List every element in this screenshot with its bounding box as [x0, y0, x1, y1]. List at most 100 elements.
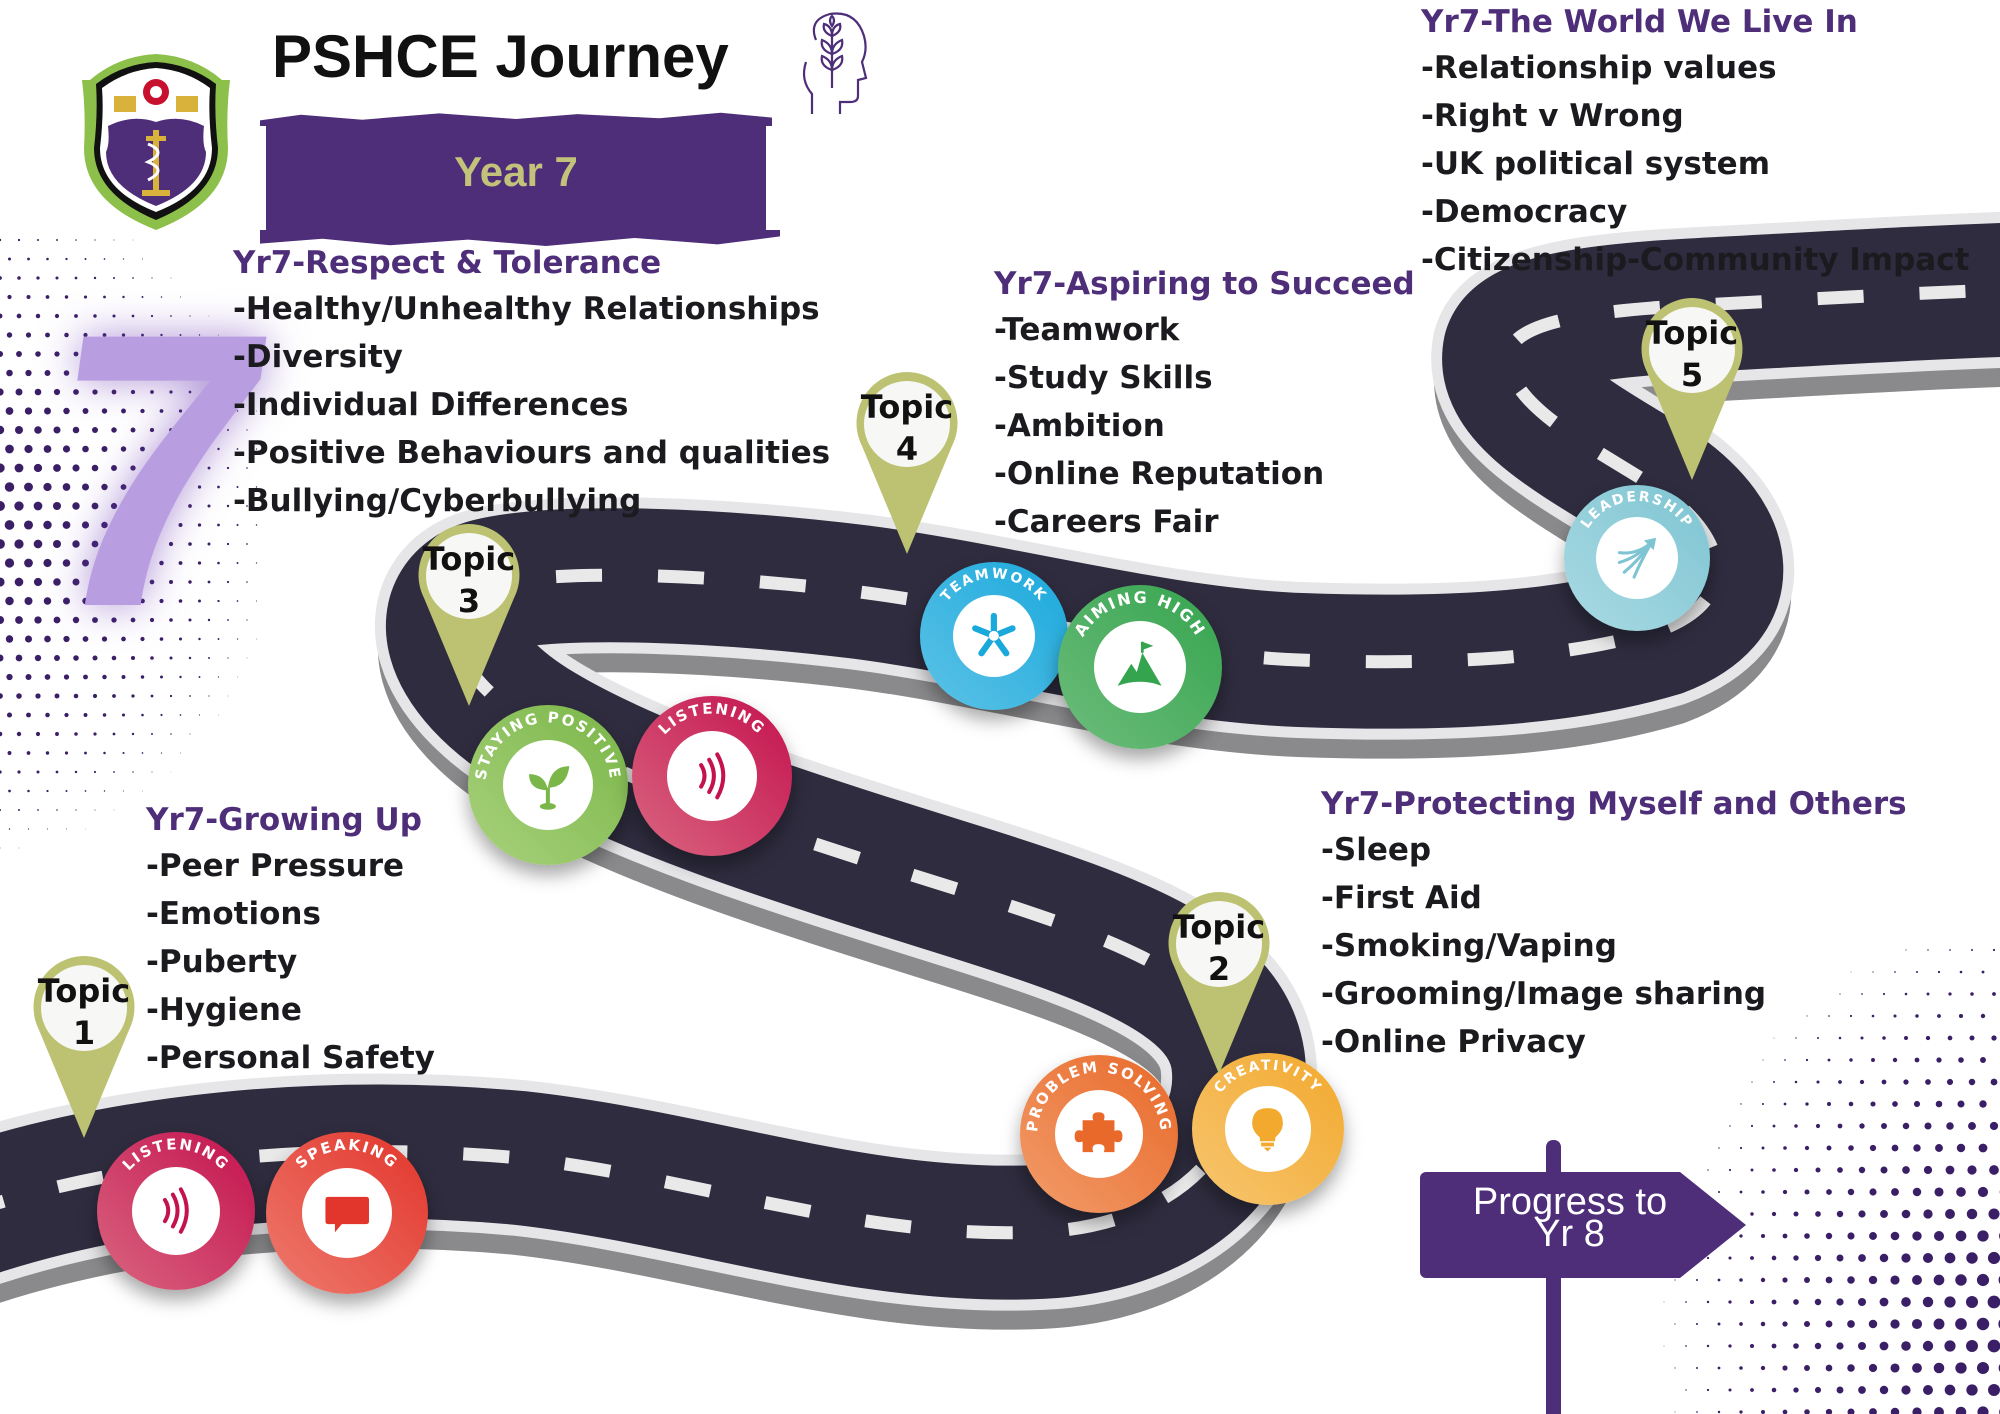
halftone-dot [150, 694, 154, 698]
halftone-dot [1902, 1122, 1910, 1130]
section-item: -Sleep [1321, 832, 1432, 868]
halftone-dot [17, 770, 21, 774]
halftone-dot [1858, 1210, 1866, 1218]
halftone-dot [0, 539, 5, 549]
halftone-dot [112, 314, 116, 318]
section-item: -Teamwork [994, 312, 1180, 348]
halftone-dot [102, 333, 107, 337]
halftone-dot [159, 637, 164, 641]
halftone-dot [1946, 1078, 1954, 1086]
halftone-dot [140, 371, 145, 375]
badge-label-ring: SPEAKING [292, 1136, 400, 1173]
section-item: -Hygiene [146, 992, 302, 1028]
halftone-dot [101, 559, 108, 567]
halftone-dot [227, 657, 229, 659]
halftone-dot [83, 295, 88, 299]
halftone-dot [8, 257, 11, 261]
halftone-dot [160, 333, 163, 337]
halftone-dot [217, 447, 220, 451]
halftone-dot [1793, 1387, 1799, 1393]
halftone-dot [198, 676, 201, 678]
halftone-dot [45, 751, 50, 755]
halftone-dot [197, 447, 202, 451]
halftone-dot [36, 238, 40, 242]
section-item: -Democracy [1421, 194, 1628, 230]
halftone-dot [139, 484, 146, 490]
halftone-dot [1890, 1363, 1900, 1373]
halftone-dot [73, 693, 79, 699]
halftone-dot [141, 713, 144, 717]
halftone-dot [121, 370, 126, 376]
halftone-dot [44, 635, 51, 643]
halftone-dot [178, 447, 183, 451]
halftone-dot [198, 714, 201, 716]
halftone-dot [43, 445, 52, 453]
halftone-dot [1890, 1275, 1900, 1285]
halftone-dot [63, 370, 70, 376]
halftone-dot [0, 425, 5, 435]
halftone-dot [1674, 1411, 1676, 1413]
halftone-dot [1696, 1367, 1698, 1369]
halftone-dot [1782, 1277, 1788, 1283]
halftone-dot [189, 733, 191, 735]
halftone-dot [178, 637, 183, 641]
halftone-dot [0, 808, 2, 812]
map-pin-icon [856, 372, 958, 554]
badge-staying-positive: STAYING POSITIVE [468, 705, 628, 865]
halftone-dot [168, 579, 174, 585]
halftone-dot [113, 239, 115, 241]
halftone-dot [142, 790, 143, 792]
halftone-dot [1825, 1408, 1833, 1414]
halftone-dot [1979, 1100, 1987, 1108]
halftone-dot [197, 561, 202, 565]
halftone-dot [1825, 1232, 1833, 1240]
halftone-dot [1890, 1319, 1900, 1329]
halftone-dot [197, 485, 202, 489]
halftone-dot [1782, 1409, 1788, 1414]
halftone-dot [72, 578, 80, 586]
halftone-dot [1892, 1057, 1898, 1063]
halftone-dot [111, 579, 117, 585]
halftone-dot [246, 619, 248, 621]
halftone-dot [1728, 1344, 1732, 1348]
halftone-dot [1685, 1389, 1687, 1391]
halftone-dot [178, 599, 183, 603]
halftone-dot [130, 389, 136, 395]
halftone-dot [1987, 1251, 2000, 1265]
halftone-dot [1760, 1365, 1766, 1371]
section-heading: Yr7-Aspiring to Succeed [994, 266, 1415, 302]
halftone-dot [1804, 1233, 1810, 1239]
badge-icon-disc [667, 731, 757, 821]
halftone-dot [1901, 1253, 1911, 1263]
halftone-dot [1903, 1079, 1909, 1085]
halftone-dot [1981, 970, 1985, 974]
section-item: -Right v Wrong [1421, 98, 1684, 134]
halftone-dot [170, 771, 172, 773]
halftone-dot [131, 352, 135, 356]
halftone-dot [82, 636, 89, 642]
halftone-dot [14, 463, 24, 473]
halftone-dot [139, 522, 146, 528]
halftone-dot [33, 463, 43, 473]
halftone-dot [94, 239, 96, 241]
topic-pin-5: Topic 5 [1637, 294, 1747, 484]
halftone-dot [1663, 1301, 1665, 1303]
section-heading: Yr7-Growing Up [146, 802, 422, 838]
halftone-dot [1913, 1144, 1921, 1152]
halftone-dot [1980, 1013, 1986, 1019]
mountain-flag-icon [1117, 642, 1163, 687]
halftone-dot [73, 351, 79, 357]
halftone-dot [1849, 1014, 1853, 1018]
halftone-dot [0, 615, 5, 625]
topic-number: 5 [1680, 356, 1704, 394]
halftone-dot [1850, 971, 1852, 973]
section-item: -Citizenship-Community Impact [1421, 242, 1970, 278]
halftone-dot [150, 314, 154, 318]
halftone-dot [188, 618, 192, 622]
section-item: -Diversity [233, 339, 403, 375]
halftone-dot [1861, 993, 1863, 995]
halftone-dot [85, 828, 86, 830]
halftone-dot [74, 314, 78, 318]
progress-signpost[interactable]: Progress to Yr 8 [1420, 1172, 1680, 1278]
halftone-dot [1966, 1384, 1978, 1396]
